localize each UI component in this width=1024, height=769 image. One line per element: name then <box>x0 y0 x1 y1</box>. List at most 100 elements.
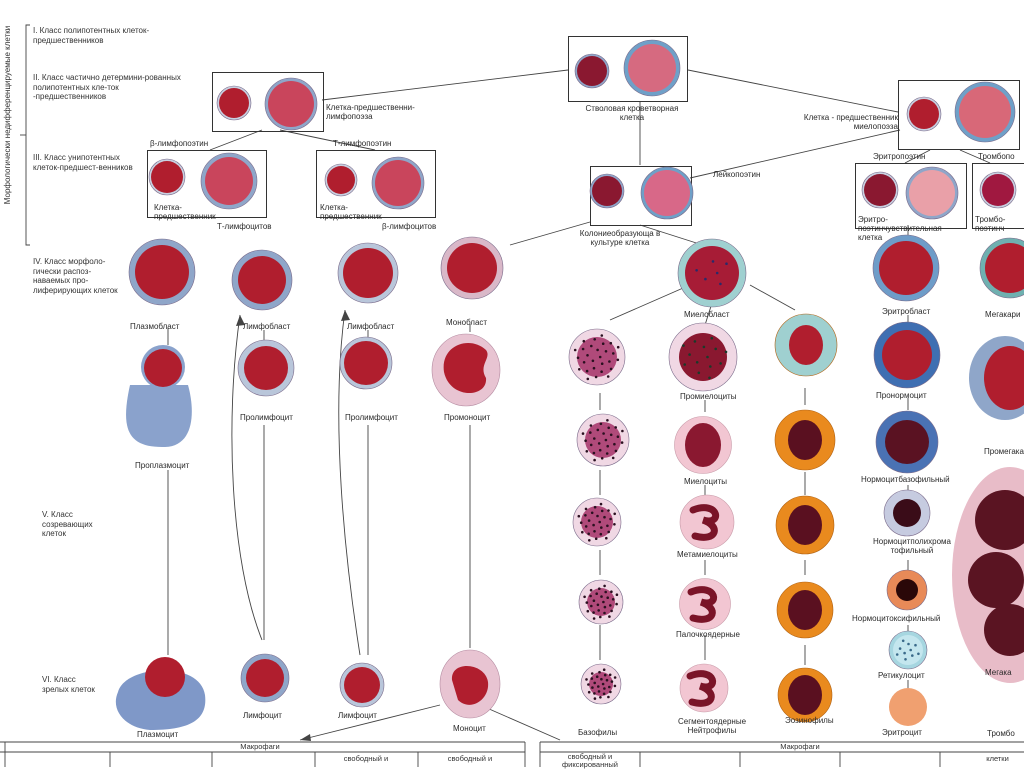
basophil-stage-2-granule <box>614 449 618 453</box>
basophil-stage-3-granule <box>593 505 597 509</box>
basophil-stage-1-granule <box>616 345 620 349</box>
macrophage-left-header: Макрофаги <box>240 742 280 751</box>
basophil-stage-2-granule <box>606 419 609 422</box>
basophil-stage-4-granule <box>615 602 618 606</box>
basophil-stage-3-granule <box>584 514 587 517</box>
neutrophil-stage-3-nucleus <box>689 504 720 541</box>
basophil-stage-1-granule <box>594 375 598 379</box>
myeloblast-nucleoli-granule <box>695 269 698 272</box>
side-label: Морфологически недифференцируемые клетки <box>3 25 12 205</box>
table-cell-left-4: свободный и <box>343 754 389 763</box>
eosinophils-label: Эозинофилы <box>785 716 834 725</box>
myeloblast-nucleoli-granule <box>715 271 719 275</box>
b-precursor-tail: β-лимфоцитов <box>382 222 437 231</box>
reticulocyte-granule <box>895 653 899 656</box>
basophil-stage-4-granule <box>610 590 613 593</box>
lymph-precursor-large-nucleus <box>268 81 314 127</box>
basophil-stage-4-granule <box>608 615 611 618</box>
basophil-stage-4-granule <box>589 594 592 598</box>
basophil-stage-3-granule <box>584 525 588 528</box>
basophil-stage-3-granule <box>613 512 616 516</box>
basophil-stage-2-granule <box>600 457 604 460</box>
b-precursor-box <box>147 150 267 218</box>
plasmocyte-nucleus <box>145 657 185 697</box>
basophil-stage-1-granule <box>596 348 599 352</box>
table-cell-right-1: свободный и фиксированный <box>562 752 618 769</box>
class-5-label: V. Класс созревающих клеток <box>42 510 93 538</box>
basophil-stage-4-granule <box>592 599 596 602</box>
basophil-stage-1-nucleus <box>577 337 617 377</box>
basophil-stage-2-granule <box>589 424 593 427</box>
basophil-stage-4-granule <box>590 604 593 608</box>
basophil-stage-2-granule <box>584 439 587 443</box>
basophil-stage-1-granule <box>578 368 581 371</box>
eosinophil-stage-4-nucleus <box>788 590 822 630</box>
basophil-stage-1-granule <box>608 360 611 363</box>
basophil-stage-2-granule <box>597 442 601 445</box>
basophil-stage-5-granule <box>608 685 611 689</box>
table-cell-right-5: клетки <box>986 754 1009 763</box>
promyelocyte-granules-granule <box>682 344 685 347</box>
basophil-stage-1-granule <box>600 370 603 374</box>
stem-cell-label: Стволовая кроветворная клетка <box>585 104 679 122</box>
basophil-stage-4-granule <box>595 592 598 595</box>
b-precursor-small-nucleus <box>151 161 183 193</box>
thrombopoietin-label: Тромбопо <box>978 152 1015 161</box>
b-precursor-large-nucleus <box>205 157 253 205</box>
t-precursor-label: Клетка- предшественник <box>320 203 382 221</box>
basophil-stage-3-granule <box>606 524 609 528</box>
erythro-precursor-label: Эритро- поэтинчувствительная клетка <box>858 215 942 242</box>
reticulocyte-granule <box>903 651 906 655</box>
basophil-stage-5-nucleus <box>589 672 613 696</box>
plasmocyte-label: Плазмоцит <box>137 730 179 739</box>
class-4-label: IV. Класс морфоло-гически распоз-наваемы… <box>33 257 118 295</box>
basophil-stage-3-granule <box>584 507 588 511</box>
basophil-stage-5-granule <box>607 695 610 699</box>
basophil-stage-2-nucleus <box>585 422 621 458</box>
normocyte-oxyphilic-nucleus <box>896 579 918 601</box>
basophil-stage-4-granule <box>604 590 607 594</box>
basophil-stage-1-granule <box>582 361 586 364</box>
promyelocyte-granules-granule <box>714 347 717 351</box>
basophils-label: Базофилы <box>578 728 618 737</box>
normocyte-basophilic-nucleus <box>885 420 929 464</box>
basophil-stage-3-granule <box>607 530 610 534</box>
basophil-stage-4-granule <box>592 611 595 614</box>
reticulocyte-label: Ретикулоцит <box>878 671 925 680</box>
basophil-stage-4-granule <box>586 609 590 613</box>
basophil-stage-5-granule <box>587 683 590 686</box>
basophil-stage-3-granule <box>609 517 612 521</box>
basophil-stage-5-granule <box>605 678 609 682</box>
basophil-stage-2-granule <box>609 433 613 437</box>
basophil-stage-4-granule <box>592 617 596 620</box>
promyelocyte-granules-granule <box>702 345 706 349</box>
basophil-stage-1-granule <box>598 355 602 359</box>
plasmoblast-nucleus <box>135 245 189 299</box>
basophil-stage-2-granule <box>592 451 596 455</box>
basophil-stage-1-granule <box>586 354 589 357</box>
basophil-stage-3-granule <box>577 514 581 518</box>
basophil-stage-3-granule <box>590 511 594 515</box>
band-label: Палочкоядерные <box>676 630 740 639</box>
basophil-stage-3-granule <box>594 537 598 540</box>
basophil-stage-5-granule <box>597 690 601 693</box>
reticulocyte-granule <box>898 647 902 650</box>
basophil-stage-1-granule <box>592 366 596 370</box>
stem-cell-box <box>568 36 688 102</box>
megakaryocyte-lobe-3 <box>984 604 1024 656</box>
basophil-stage-2-granule <box>593 458 596 462</box>
erythroblast-nucleus <box>879 241 933 295</box>
segmented-label: Сегментоядерные Нейтрофилы <box>677 717 747 735</box>
basophil-stage-5-granule <box>598 670 601 674</box>
basophil-stage-1-granule <box>612 352 615 355</box>
basophil-stage-4-granule <box>611 598 615 601</box>
basophil-stage-3-granule <box>613 523 616 526</box>
cfu-small-nucleus <box>592 176 622 206</box>
t-precursor-box <box>316 150 436 218</box>
basophil-stage-2-granule <box>620 441 624 444</box>
basophil-stage-3-granule <box>579 521 583 524</box>
megakaryocyte-lobe-2 <box>968 552 1024 608</box>
basophil-stage-4-granule <box>599 615 602 619</box>
stem-cell-small-nucleus <box>577 56 607 86</box>
basophil-stage-4-granule <box>602 600 605 604</box>
